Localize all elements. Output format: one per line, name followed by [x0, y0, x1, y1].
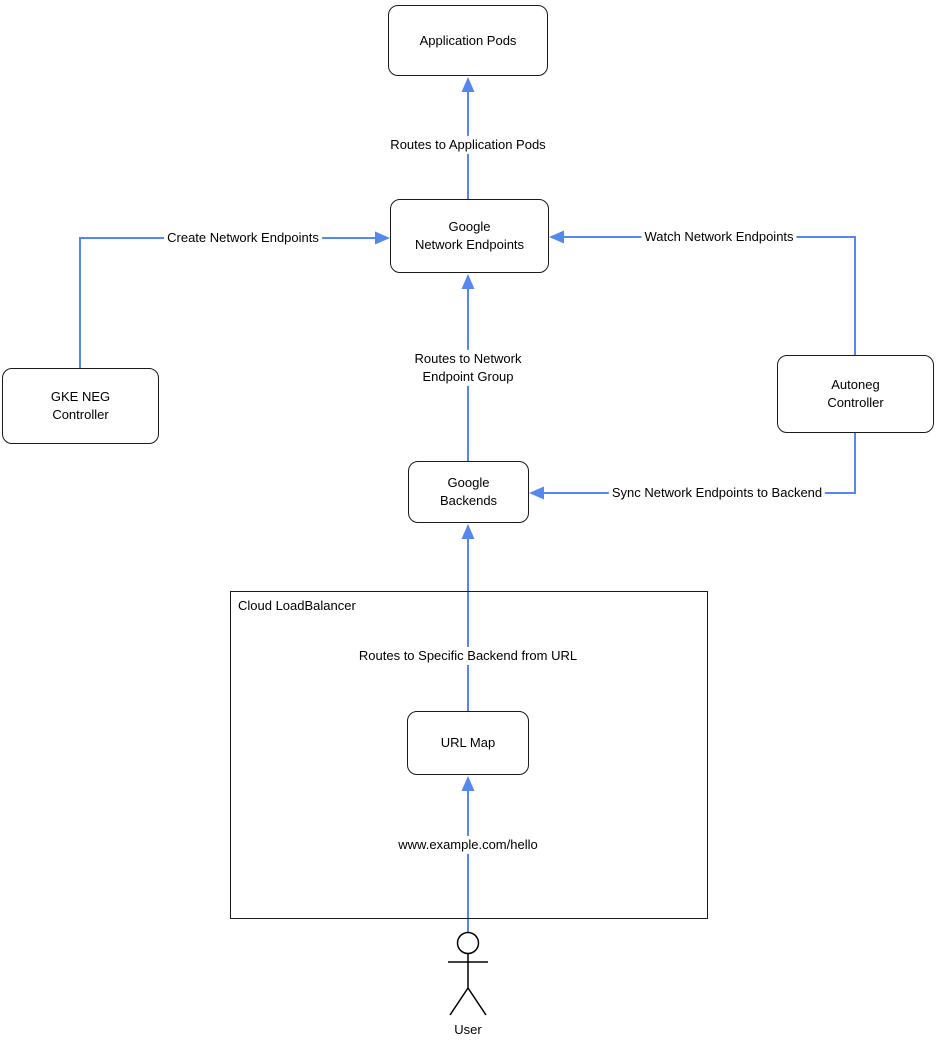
- edge-label-routes-to-specific-backend-from-url: Routes to Specific Backend from URL: [355, 646, 581, 666]
- user-stick-figure-icon: [448, 931, 488, 1016]
- edge-label-request-url: www.example.com/hello: [395, 835, 541, 855]
- arrowhead-up-pods-icon: [461, 77, 475, 92]
- arrowhead-right-endpoints-icon: [375, 231, 390, 245]
- node-application-pods: Application Pods: [388, 5, 548, 76]
- node-url-map: URL Map: [407, 711, 529, 775]
- edge-label-routes-to-application-pods: Routes to Application Pods: [387, 135, 549, 155]
- arrowhead-up-urlmap-icon: [461, 776, 475, 791]
- edge-autoneg-to-endpoints: [562, 236, 856, 355]
- cloud-loadbalancer-label: Cloud LoadBalancer: [238, 598, 356, 613]
- node-google-network-endpoints: Google Network Endpoints: [390, 199, 549, 273]
- arrowhead-left-backends-icon: [529, 486, 544, 500]
- arrowhead-left-endpoints-icon: [549, 230, 564, 244]
- edge-label-routes-to-network-endpoint-group: Routes to Network Endpoint Group: [411, 349, 525, 387]
- edge-label-create-network-endpoints: Create Network Endpoints: [164, 228, 322, 248]
- node-gke-neg-controller: GKE NEG Controller: [2, 368, 159, 444]
- node-autoneg-controller: Autoneg Controller: [777, 355, 934, 433]
- edge-gke-neg-to-endpoints: [79, 237, 377, 368]
- arrowhead-up-backends-icon: [461, 524, 475, 539]
- arrowhead-up-endpoints-icon: [461, 274, 475, 289]
- cloud-loadbalancer-container: [230, 591, 708, 919]
- edge-label-watch-network-endpoints: Watch Network Endpoints: [641, 227, 797, 247]
- edge-label-sync-network-endpoints-to-backend: Sync Network Endpoints to Backend: [608, 483, 826, 503]
- node-google-backends: Google Backends: [408, 461, 529, 523]
- user-label: User: [454, 1021, 482, 1037]
